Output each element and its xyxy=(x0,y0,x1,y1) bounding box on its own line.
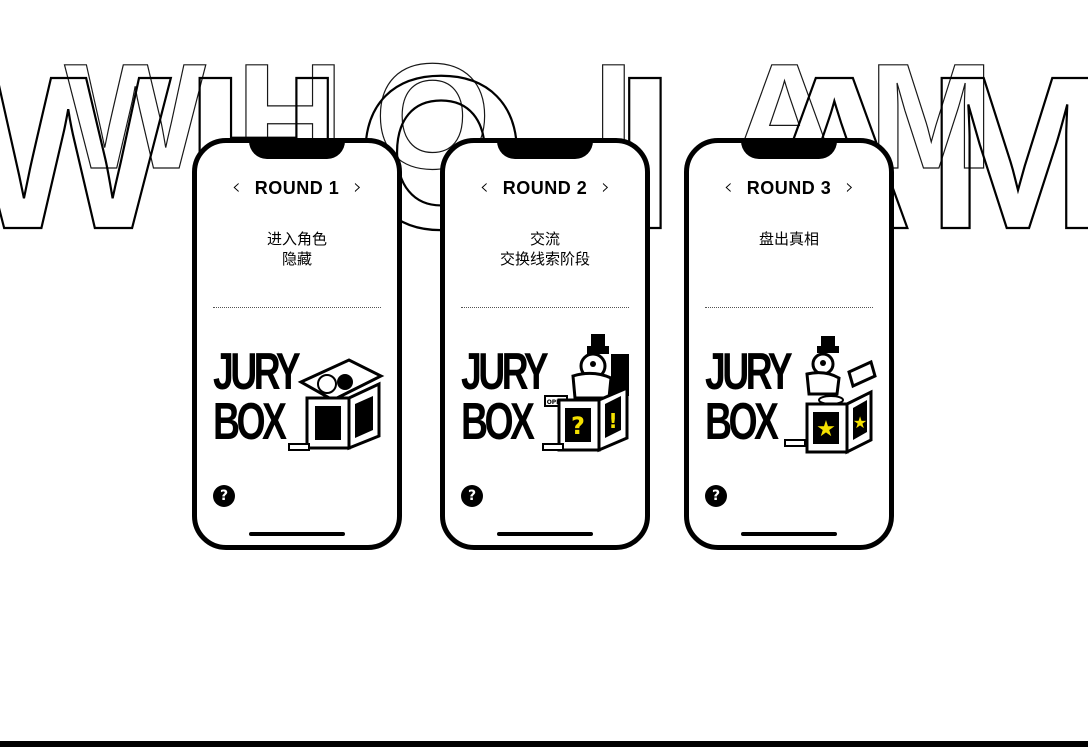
description-line: 进入角色 xyxy=(266,230,327,248)
logo-text-top: JURY xyxy=(213,343,301,401)
dotted-divider xyxy=(705,307,873,308)
chevron-right-icon[interactable]: › xyxy=(353,175,363,200)
open-box-illustration xyxy=(288,358,385,451)
round-selector: ‹ ROUND 3 › xyxy=(689,177,889,199)
help-icon[interactable]: ? xyxy=(705,485,727,507)
dotted-divider xyxy=(461,307,629,308)
phone-round-3: ‹ ROUND 3 › 盘出真相 JURY BOX ★ ★ ? xyxy=(684,138,894,550)
description-line: 交流 xyxy=(529,230,560,248)
round-description: 交流 交换线索阶段 xyxy=(445,229,645,269)
chevron-right-icon[interactable]: › xyxy=(845,175,855,200)
exclamation-mark: ! xyxy=(608,409,617,433)
jury-box-logo: JURY BOX OPEN ? ! xyxy=(459,334,639,468)
star-mark: ★ xyxy=(853,413,867,432)
chevron-right-icon[interactable]: › xyxy=(601,175,611,200)
description-line: 盘出真相 xyxy=(758,230,819,248)
chevron-left-icon[interactable]: ‹ xyxy=(723,175,733,200)
round-description: 进入角色 隐藏 xyxy=(197,229,397,269)
phone-round-1: ‹ ROUND 1 › 进入角色 隐藏 JURY BOX ? xyxy=(192,138,402,550)
open-tag: OPEN xyxy=(547,399,566,406)
logo-text-top: JURY xyxy=(461,343,549,401)
question-mark: ? xyxy=(571,412,585,440)
round-description: 盘出真相 xyxy=(689,229,889,249)
round-label: ROUND 3 xyxy=(746,177,832,198)
description-line: 交换线索阶段 xyxy=(499,250,590,268)
phone-round-2: ‹ ROUND 2 › 交流 交换线索阶段 JURY BOX OPEN ? ! … xyxy=(440,138,650,550)
character-box-illustration: OPEN ? ! xyxy=(542,334,629,453)
chevron-left-icon[interactable]: ‹ xyxy=(479,175,489,200)
chevron-left-icon[interactable]: ‹ xyxy=(231,175,241,200)
description-line: 隐藏 xyxy=(281,250,312,268)
jury-box-logo: JURY BOX xyxy=(211,343,391,468)
phone-notch xyxy=(497,141,593,159)
help-icon[interactable]: ? xyxy=(213,485,235,507)
round-selector: ‹ ROUND 2 › xyxy=(445,177,645,199)
star-box-illustration: ★ ★ xyxy=(784,336,877,455)
round-selector: ‹ ROUND 1 › xyxy=(197,177,397,199)
star-mark: ★ xyxy=(816,417,836,442)
help-icon[interactable]: ? xyxy=(461,485,483,507)
phone-notch xyxy=(741,141,837,159)
headline-outline: WHO I AM WHO I AM xyxy=(0,31,1088,260)
jury-box-logo: JURY BOX ★ ★ xyxy=(703,336,883,468)
logo-text-top: JURY xyxy=(705,343,793,401)
round-label: ROUND 1 xyxy=(254,177,340,198)
logo-text-bottom: BOX xyxy=(461,393,535,451)
bottom-rule xyxy=(0,741,1088,747)
round-label: ROUND 2 xyxy=(502,177,588,198)
home-indicator xyxy=(741,532,837,536)
home-indicator xyxy=(249,532,345,536)
phone-notch xyxy=(249,141,345,159)
logo-text-bottom: BOX xyxy=(705,393,779,451)
dotted-divider xyxy=(213,307,381,308)
home-indicator xyxy=(497,532,593,536)
logo-text-bottom: BOX xyxy=(213,393,287,451)
